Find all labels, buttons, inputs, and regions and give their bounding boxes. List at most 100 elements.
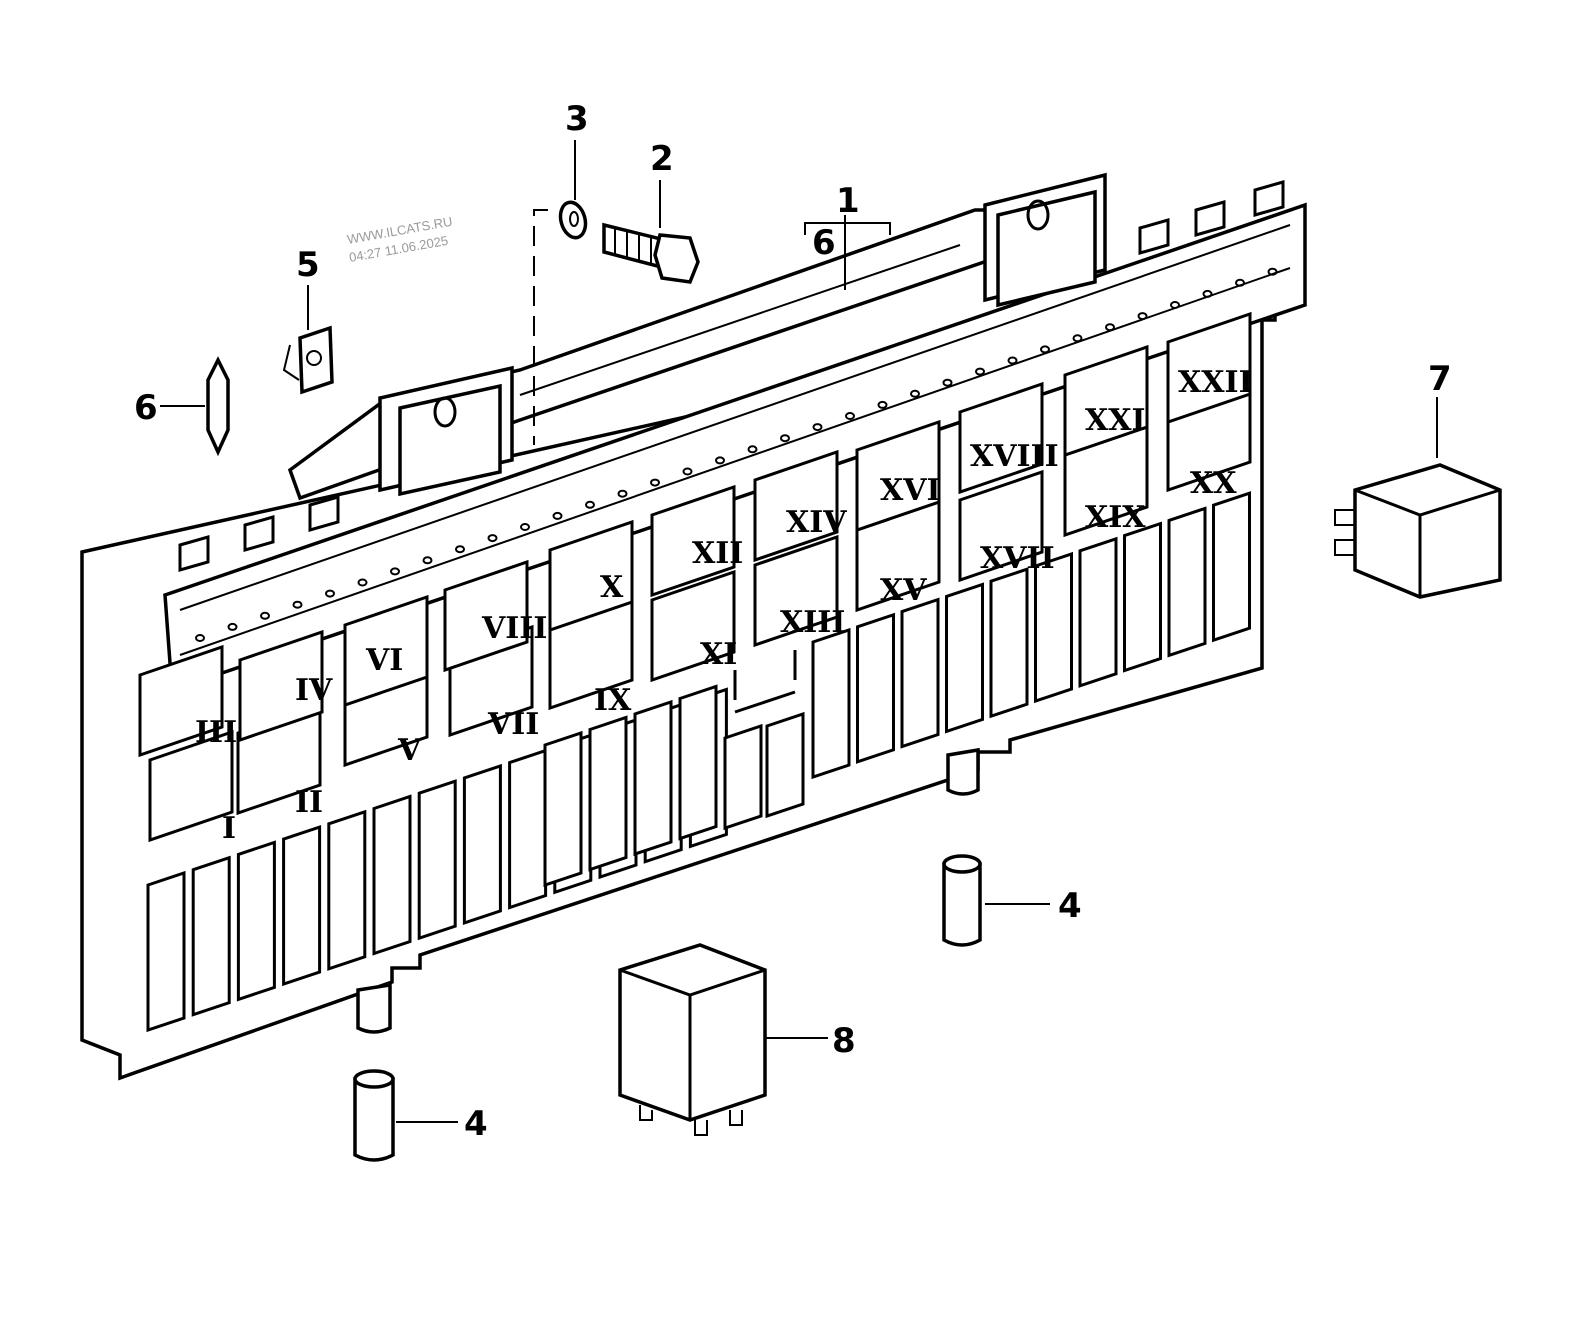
rail-hole bbox=[1105, 323, 1115, 332]
relay-sockets bbox=[138, 311, 1252, 843]
fuse-blade bbox=[633, 699, 673, 857]
rail-hole bbox=[650, 478, 660, 487]
position-label-2: II bbox=[295, 785, 323, 820]
fuse-blade bbox=[417, 779, 457, 941]
position-label-8: VIII bbox=[481, 611, 547, 646]
callout-5: 5 bbox=[296, 245, 320, 285]
relay-carrier-panel bbox=[80, 172, 1307, 1081]
fuse-blade bbox=[191, 855, 231, 1017]
position-label-18: XVIII bbox=[970, 439, 1059, 474]
relay-socket bbox=[650, 484, 736, 598]
part-sleeve-right bbox=[942, 854, 982, 947]
rail-hole bbox=[195, 634, 205, 642]
rail-hole bbox=[1040, 345, 1050, 354]
callout-3: 3 bbox=[565, 99, 589, 139]
fuse-blade bbox=[372, 794, 412, 956]
rail-hole bbox=[552, 511, 563, 520]
callout-1: 1 bbox=[836, 181, 860, 221]
fuse-blade bbox=[588, 715, 628, 872]
relay-socket bbox=[958, 381, 1044, 495]
rail-hole bbox=[260, 611, 270, 620]
position-label-19: XIX bbox=[1085, 500, 1146, 535]
relay-socket bbox=[753, 534, 839, 648]
rail-hole bbox=[617, 489, 628, 498]
mounting-bracket-right bbox=[983, 172, 1107, 308]
fuse-blade bbox=[1078, 536, 1118, 688]
rail-edge bbox=[179, 224, 1291, 611]
callout-6: 6 bbox=[134, 388, 158, 428]
top-rail bbox=[163, 202, 1307, 693]
rail-hole bbox=[715, 456, 725, 465]
bottom-peg-right bbox=[946, 747, 980, 796]
callout-8: 8 bbox=[832, 1021, 856, 1061]
position-label-7: VII bbox=[487, 707, 539, 742]
rail-holes bbox=[195, 267, 1278, 642]
position-label-17: XVII bbox=[980, 541, 1055, 576]
fuse-blade bbox=[1212, 491, 1251, 643]
callout-4-left: 4 bbox=[464, 1104, 488, 1144]
part-clip-nut bbox=[282, 325, 334, 395]
part-pin bbox=[206, 356, 230, 457]
rail-hole bbox=[975, 367, 985, 376]
leader-lines bbox=[160, 140, 1438, 1123]
relay-socket bbox=[1166, 311, 1252, 425]
fuse-blade bbox=[1167, 506, 1207, 658]
rail-hole bbox=[910, 389, 920, 398]
relay-socket bbox=[1063, 344, 1149, 458]
position-label-10: X bbox=[600, 570, 624, 605]
position-label-3: III bbox=[195, 715, 237, 750]
rail-hole bbox=[357, 578, 368, 587]
mounting-bracket-left bbox=[378, 365, 514, 497]
watermark: WWW.ILCATS.RU 04:27 11.06.2025 bbox=[346, 214, 454, 265]
rail-hole bbox=[812, 423, 823, 432]
fuse-blade bbox=[146, 870, 186, 1033]
rail-hole bbox=[292, 600, 303, 609]
rail-hole bbox=[747, 445, 758, 454]
fuse-blade bbox=[282, 825, 322, 987]
rail-hole bbox=[325, 589, 335, 598]
fuse-blade bbox=[811, 627, 851, 780]
relay-socket bbox=[958, 469, 1044, 583]
center-mark bbox=[734, 690, 796, 714]
fuse-row bbox=[146, 491, 1251, 1033]
bottom-peg-left bbox=[356, 982, 392, 1034]
callout-2: 2 bbox=[650, 139, 674, 179]
rail-hole bbox=[682, 467, 693, 476]
rail-hole bbox=[845, 412, 855, 420]
rail-hole bbox=[1170, 301, 1180, 309]
rail-hole bbox=[520, 523, 530, 531]
position-label-11: XI bbox=[700, 637, 737, 672]
rail-hole bbox=[1235, 278, 1245, 287]
position-label-14: XIV bbox=[786, 505, 847, 540]
fuse-blade bbox=[327, 809, 367, 971]
rail-hole bbox=[1007, 356, 1018, 365]
part-bolt bbox=[602, 222, 700, 284]
rail-hole bbox=[1072, 334, 1083, 343]
fuse-blade bbox=[945, 582, 984, 734]
relay-socket bbox=[148, 729, 234, 843]
position-label-6: VI bbox=[365, 643, 403, 678]
position-label-22: XXII bbox=[1178, 365, 1253, 400]
relay-socket bbox=[138, 644, 224, 758]
fuse-blade bbox=[462, 763, 502, 925]
position-label-4: IV bbox=[295, 673, 333, 708]
rail-hole bbox=[942, 378, 953, 387]
position-label-12: XII bbox=[692, 536, 743, 571]
part-washer bbox=[558, 200, 588, 240]
fuse-blade bbox=[1034, 551, 1073, 704]
callout-4-right: 4 bbox=[1058, 886, 1082, 926]
rail-clips bbox=[178, 180, 1285, 572]
part-relay-large bbox=[618, 943, 767, 1136]
callout-6-top: 6 bbox=[812, 223, 836, 263]
rail-hole bbox=[780, 434, 790, 443]
rail-hole bbox=[1137, 312, 1148, 321]
fuse-blade bbox=[1123, 521, 1162, 673]
fuse-blade bbox=[678, 684, 718, 841]
fuse-blade bbox=[989, 567, 1029, 719]
rail-hole bbox=[455, 545, 465, 554]
callout-7: 7 bbox=[1428, 359, 1452, 399]
fuse-blade bbox=[856, 612, 895, 764]
relay-socket bbox=[238, 629, 324, 743]
